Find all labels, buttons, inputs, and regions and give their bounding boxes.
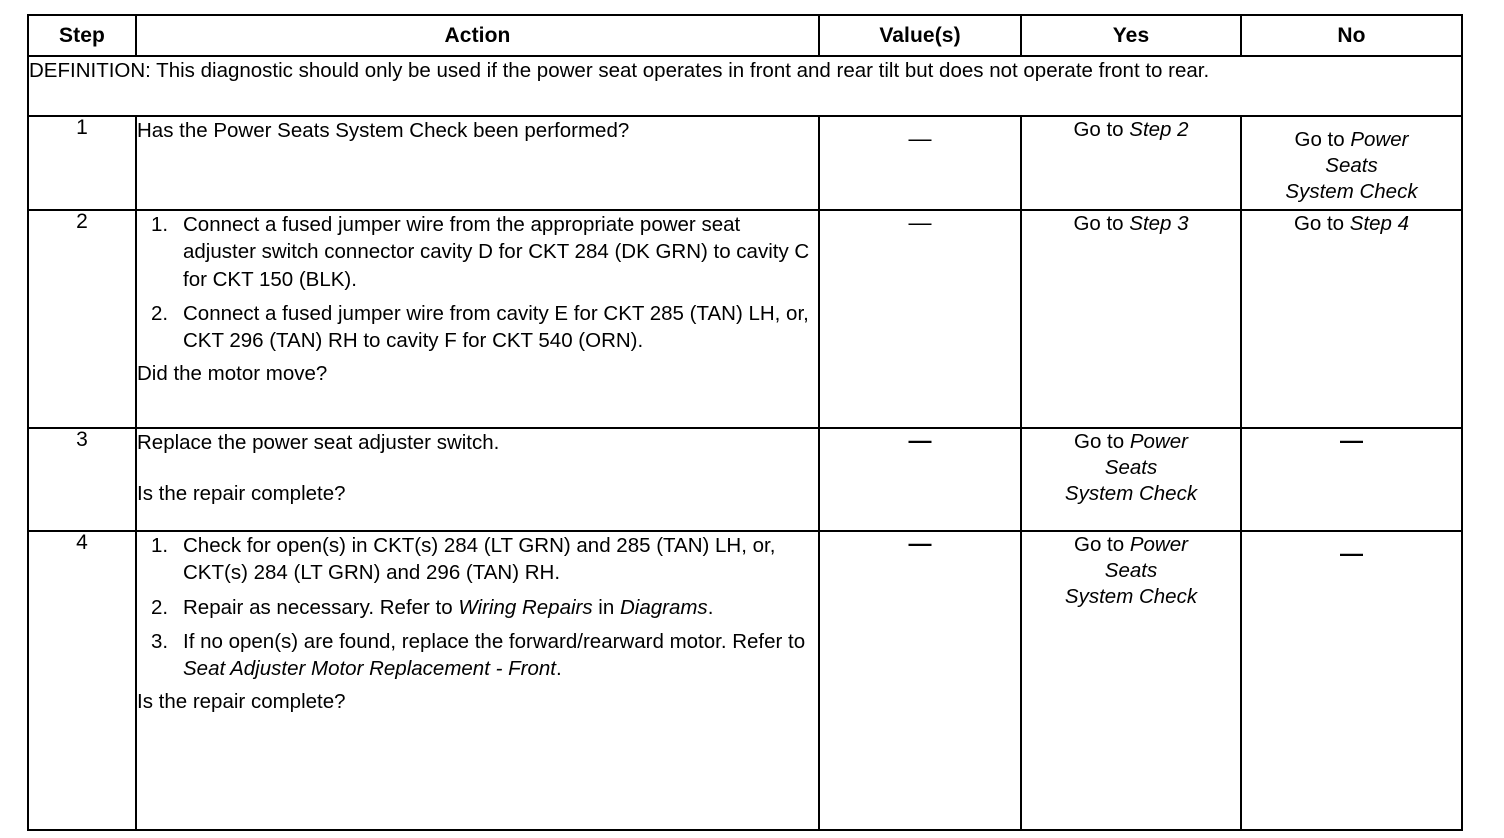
yes-prefix: Go to — [1074, 533, 1130, 556]
yes-cell: Go to Power Seats System Check — [1020, 530, 1242, 831]
action-item-list: 1. Connect a fused jumper wire from the … — [137, 211, 818, 354]
yes-cell: Go to Power Seats System Check — [1020, 427, 1242, 532]
column-header-action: Action — [135, 14, 820, 57]
no-cell: — — [1240, 530, 1463, 831]
yes-reference-2: Seats — [1104, 559, 1158, 583]
no-reference-2: Seats — [1325, 154, 1378, 178]
action-item-text: Check for open(s) in CKT(s) 284 (LT GRN)… — [183, 534, 776, 585]
action-item: 1. Connect a fused jumper wire from the … — [137, 211, 818, 293]
value-dash: — — [908, 209, 932, 235]
no-reference-1: Power — [1350, 128, 1409, 151]
action-text: Replace the power seat adjuster switch. — [137, 431, 500, 454]
definition-text: DEFINITION: This diagnostic should only … — [27, 55, 1463, 117]
no-dash: — — [1340, 540, 1363, 566]
header-row: Step Action Value(s) Yes No — [27, 14, 1463, 57]
action-item-marker: 1. — [151, 534, 169, 557]
step-number: 3 — [27, 427, 137, 532]
action-item: 2. Connect a fused jumper wire from cavi… — [137, 300, 818, 355]
action-text-after: . — [555, 657, 562, 680]
step-number: 2 — [27, 209, 137, 429]
action-question: Is the repair complete? — [137, 690, 346, 714]
yes-cell: Go to Step 3 — [1020, 209, 1242, 429]
no-answer-line-1: Go to Power — [1242, 127, 1461, 153]
action-item: 2. Repair as necessary. Refer to Wiring … — [137, 594, 818, 621]
action-spacer — [137, 456, 818, 480]
yes-prefix: Go to — [1073, 118, 1130, 141]
value-cell: — — [818, 530, 1022, 831]
yes-answer-line-1: Go to Power — [1022, 429, 1240, 455]
no-prefix: Go to — [1293, 212, 1350, 235]
table-row: 3 Replace the power seat adjuster switch… — [27, 427, 1463, 532]
column-header-value: Value(s) — [818, 14, 1022, 57]
table-header: Step Action Value(s) Yes No — [27, 14, 1463, 57]
action-item-marker: 3. — [151, 629, 169, 653]
action-item-marker: 1. — [151, 213, 169, 236]
column-header-yes: Yes — [1020, 14, 1242, 57]
no-cell: — — [1240, 427, 1463, 532]
action-item-marker: 2. — [151, 301, 169, 325]
value-dash: — — [908, 530, 932, 556]
value-cell: — — [818, 427, 1022, 532]
value-cell: — — [818, 115, 1022, 211]
action-item-text: Repair as necessary. Refer to Wiring Rep… — [183, 596, 713, 619]
action-question: Did the motor move? — [137, 362, 328, 386]
no-reference: Step 4 — [1349, 212, 1410, 235]
table-row: 4 1. Check for open(s) in CKT(s) 284 (LT… — [27, 530, 1463, 831]
action-item-list: 1. Check for open(s) in CKT(s) 284 (LT G… — [137, 532, 818, 682]
no-cell: Go to Power Seats System Check — [1240, 115, 1463, 211]
action-cell: 1. Connect a fused jumper wire from the … — [135, 209, 820, 429]
action-item-text: If no open(s) are found, replace the for… — [183, 630, 805, 680]
yes-reference: Step 3 — [1129, 212, 1189, 235]
table-row: 1 Has the Power Seats System Check been … — [27, 115, 1463, 211]
yes-prefix: Go to — [1073, 212, 1130, 235]
yes-reference-1: Power — [1129, 430, 1188, 453]
action-reference-wiring-repairs: Wiring Repairs — [458, 595, 593, 619]
yes-answer: Go to Step 3 — [1022, 211, 1240, 238]
yes-reference: Step 2 — [1129, 118, 1189, 141]
yes-cell: Go to Step 2 — [1020, 115, 1242, 211]
table-body: DEFINITION: This diagnostic should only … — [27, 55, 1463, 831]
yes-reference-1: Power — [1129, 533, 1188, 556]
table-row: 2 1. Connect a fused jumper wire from th… — [27, 209, 1463, 429]
column-header-no: No — [1240, 14, 1463, 57]
yes-answer: Go to Step 2 — [1022, 117, 1240, 144]
yes-reference-3: System Check — [1064, 482, 1198, 506]
no-dash: — — [1340, 427, 1363, 453]
no-prefix: Go to — [1294, 128, 1351, 151]
action-text-before: Repair as necessary. Refer to — [183, 595, 459, 619]
action-item: 3. If no open(s) are found, replace the … — [137, 628, 818, 683]
no-reference-3: System Check — [1285, 180, 1418, 204]
action-cell: 1. Check for open(s) in CKT(s) 284 (LT G… — [135, 530, 820, 831]
column-header-step: Step — [27, 14, 137, 57]
diagnostic-table: Step Action Value(s) Yes No DEFINITION: … — [27, 14, 1463, 831]
action-text-middle: in — [592, 595, 620, 619]
value-cell: — — [818, 209, 1022, 429]
no-answer: Go to Step 4 — [1242, 211, 1461, 238]
action-question: Is the repair complete? — [137, 482, 346, 506]
step-number: 4 — [27, 530, 137, 831]
action-cell: Replace the power seat adjuster switch. … — [135, 427, 820, 532]
action-reference-seat-adjuster-motor: Seat Adjuster Motor Replacement - Front — [183, 657, 556, 680]
no-cell: Go to Step 4 — [1240, 209, 1463, 429]
yes-reference-2: Seats — [1104, 456, 1158, 480]
action-cell: Has the Power Seats System Check been pe… — [135, 115, 820, 211]
action-text-before: If no open(s) are found, replace the for… — [183, 629, 806, 653]
action-item: 1. Check for open(s) in CKT(s) 284 (LT G… — [137, 532, 818, 587]
yes-reference-3: System Check — [1064, 585, 1198, 609]
action-text: Has the Power Seats System Check been pe… — [137, 119, 630, 142]
yes-answer-line-1: Go to Power — [1022, 532, 1240, 558]
value-dash: — — [908, 125, 932, 151]
action-item-text: Connect a fused jumper wire from cavity … — [183, 301, 809, 352]
step-number: 1 — [27, 115, 137, 211]
yes-prefix: Go to — [1074, 430, 1130, 453]
action-item-text: Connect a fused jumper wire from the app… — [183, 213, 810, 291]
action-reference-diagrams: Diagrams — [619, 595, 708, 619]
definition-row: DEFINITION: This diagnostic should only … — [27, 55, 1463, 117]
action-text-after: . — [707, 595, 714, 619]
value-dash: — — [908, 427, 932, 453]
action-item-marker: 2. — [151, 595, 169, 619]
